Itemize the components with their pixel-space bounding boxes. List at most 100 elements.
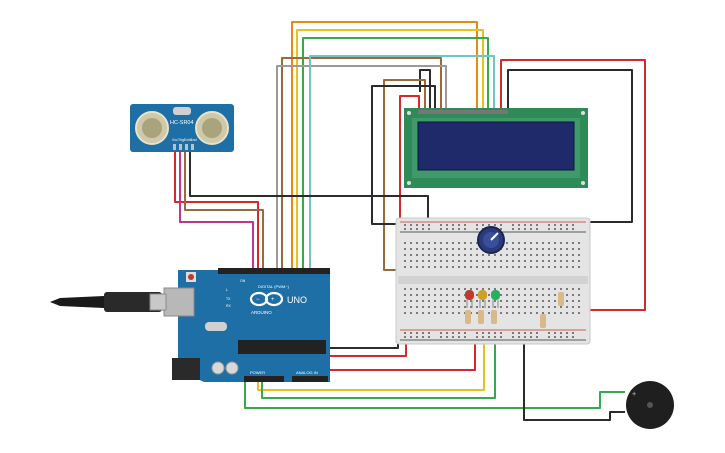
rx-label: RX: [226, 304, 232, 308]
breadboard-hole: [506, 300, 508, 302]
breadboard-hole: [506, 312, 508, 314]
tx-label: TX: [226, 297, 231, 301]
breadboard-hole: [476, 294, 478, 296]
breadboard-hole: [554, 266, 556, 268]
breadboard-hole: [572, 266, 574, 268]
rail-hole: [500, 332, 502, 334]
breadboard-hole: [446, 294, 448, 296]
breadboard-hole: [464, 288, 466, 290]
breadboard-hole: [416, 312, 418, 314]
breadboard-hole: [548, 266, 550, 268]
breadboard-hole: [440, 254, 442, 256]
rail-hole: [530, 224, 532, 226]
analog-header: [292, 376, 328, 382]
breadboard-hole: [566, 300, 568, 302]
breadboard-hole: [506, 242, 508, 244]
wire-black-right: [507, 69, 633, 223]
breadboard-hole: [416, 254, 418, 256]
breadboard-hole: [458, 260, 460, 262]
rail-hole: [410, 224, 412, 226]
breadboard-hole: [578, 260, 580, 262]
ultrasonic-sensor: HC-SR04 Vcc Trig Echo Gnd: [130, 104, 234, 152]
breadboard-hole: [542, 312, 544, 314]
rail-hole: [524, 332, 526, 334]
breadboard-hole: [482, 254, 484, 256]
breadboard-hole: [530, 312, 532, 314]
rail-hole: [464, 224, 466, 226]
breadboard-hole: [542, 266, 544, 268]
breadboard-hole: [512, 242, 514, 244]
rail-hole: [422, 224, 424, 226]
breadboard-hole: [416, 266, 418, 268]
breadboard-hole: [470, 248, 472, 250]
led-green: [491, 290, 500, 308]
rail-hole: [548, 336, 550, 338]
rail-hole: [512, 224, 514, 226]
potentiometer: [477, 226, 505, 254]
breadboard-hole: [464, 300, 466, 302]
breadboard-hole: [554, 300, 556, 302]
breadboard-hole: [404, 260, 406, 262]
rail-hole: [536, 228, 538, 230]
breadboard-hole: [530, 242, 532, 244]
breadboard-hole: [518, 312, 520, 314]
piezo-buzzer: +: [626, 381, 674, 429]
breadboard-hole: [464, 254, 466, 256]
breadboard-hole: [524, 266, 526, 268]
breadboard-hole: [572, 300, 574, 302]
breadboard-hole: [410, 242, 412, 244]
breadboard-hole: [548, 306, 550, 308]
breadboard-hole: [446, 260, 448, 262]
analog-label: ANALOG IN: [296, 370, 318, 375]
breadboard-hole: [488, 266, 490, 268]
breadboard-hole: [560, 248, 562, 250]
rail-hole: [554, 224, 556, 226]
rail-hole: [458, 336, 460, 338]
breadboard-hole: [452, 288, 454, 290]
rail-hole: [410, 228, 412, 230]
breadboard-hole: [572, 306, 574, 308]
breadboard-hole: [518, 254, 520, 256]
breadboard-hole: [566, 306, 568, 308]
rail-hole: [440, 336, 442, 338]
breadboard-hole: [452, 294, 454, 296]
rail-hole: [512, 332, 514, 334]
breadboard-hole: [476, 312, 478, 314]
breadboard-hole: [566, 266, 568, 268]
breadboard-hole: [440, 294, 442, 296]
breadboard-hole: [416, 294, 418, 296]
breadboard-hole: [428, 254, 430, 256]
rail-hole: [518, 336, 520, 338]
rail-hole: [482, 224, 484, 226]
breadboard-hole: [482, 266, 484, 268]
breadboard-hole: [530, 260, 532, 262]
breadboard-hole: [446, 254, 448, 256]
breadboard-hole: [410, 300, 412, 302]
breadboard-holes: [404, 224, 580, 338]
breadboard-hole: [404, 300, 406, 302]
rail-hole: [530, 332, 532, 334]
arduino-logo: − +: [249, 291, 284, 307]
breadboard-hole: [434, 294, 436, 296]
breadboard-hole: [518, 300, 520, 302]
breadboard-hole: [578, 288, 580, 290]
breadboard-hole: [572, 312, 574, 314]
breadboard-hole: [512, 294, 514, 296]
breadboard-hole: [452, 242, 454, 244]
breadboard-hole: [482, 306, 484, 308]
breadboard-hole: [476, 242, 478, 244]
breadboard-hole: [470, 260, 472, 262]
breadboard-hole: [470, 242, 472, 244]
rail-hole: [554, 228, 556, 230]
breadboard-hole: [512, 306, 514, 308]
breadboard-hole: [548, 294, 550, 296]
breadboard-hole: [416, 248, 418, 250]
breadboard-hole: [548, 242, 550, 244]
rail-hole: [536, 332, 538, 334]
breadboard-hole: [434, 242, 436, 244]
rail-hole: [572, 332, 574, 334]
breadboard-hole: [518, 266, 520, 268]
breadboard-hole: [560, 312, 562, 314]
breadboard-hole: [488, 300, 490, 302]
breadboard-hole: [560, 260, 562, 262]
